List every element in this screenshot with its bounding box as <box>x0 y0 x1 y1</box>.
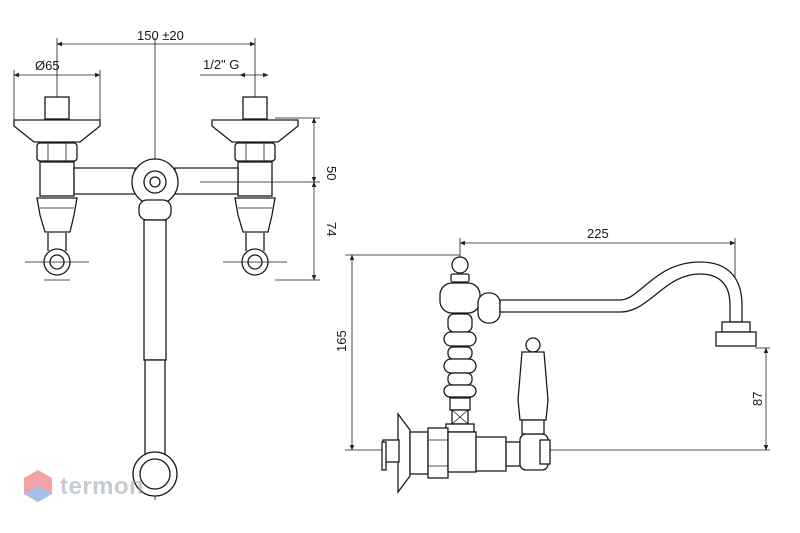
wall-fitting <box>381 412 551 494</box>
side-view: 225 165 87 <box>334 226 770 494</box>
dim-diameter: Ø65 <box>35 58 60 73</box>
lever-handle <box>517 337 549 435</box>
tap-column <box>439 256 481 433</box>
dim-thread: 1/2" G <box>203 57 239 72</box>
dim-spout-height: 87 <box>750 392 765 406</box>
dim-height-total: 165 <box>334 330 349 352</box>
right-wall-flange <box>211 96 299 276</box>
front-view: 150 ±20 Ø65 1/2" G <box>13 28 339 500</box>
dim-height-lower: 74 <box>324 222 339 236</box>
spout-front <box>132 199 178 497</box>
left-wall-flange <box>13 96 101 281</box>
dim-spout-reach: 225 <box>587 226 609 241</box>
watermark-logo-icon <box>24 470 52 502</box>
dim-width-total: 150 ±20 <box>137 28 184 43</box>
watermark-text: termoп <box>60 473 145 500</box>
spout-side <box>477 261 757 347</box>
dim-height-top: 50 <box>324 166 339 180</box>
crossbar <box>73 158 239 206</box>
